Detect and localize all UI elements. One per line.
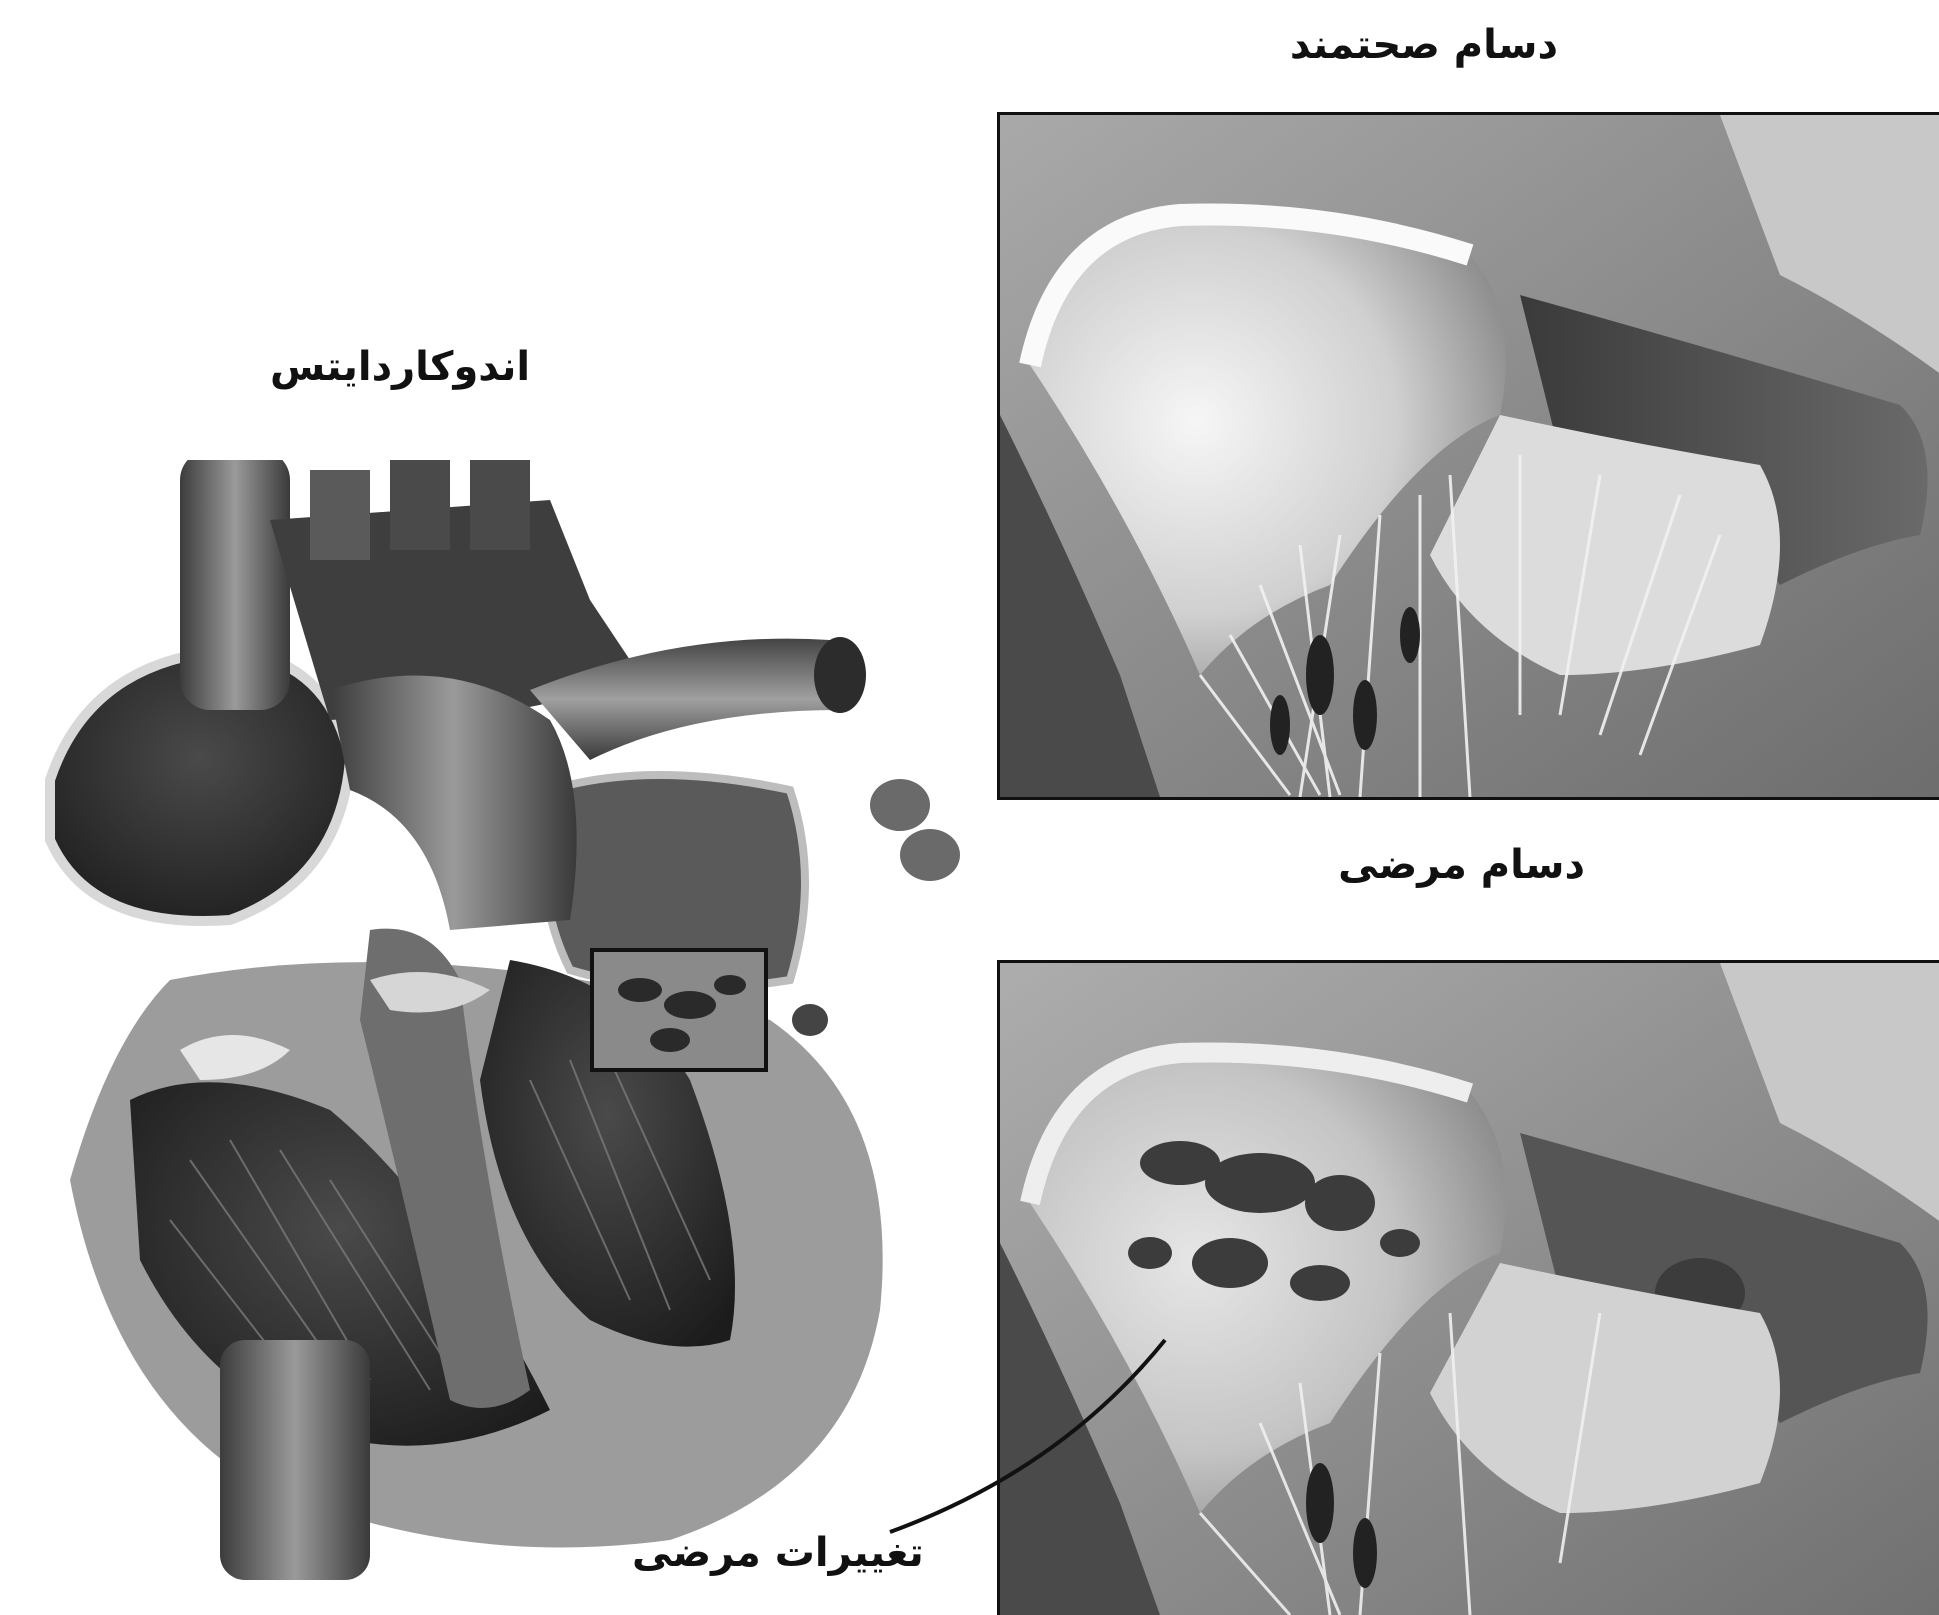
diseased-valve-title: دسام مرضی — [1338, 842, 1585, 888]
healthy-valve-illustration — [1000, 115, 1939, 797]
endocarditis-title: اندوکاردایتس — [270, 344, 530, 390]
heart-cross-section-illustration — [30, 460, 970, 1580]
healthy-valve-image — [997, 112, 1939, 800]
healthy-valve-title: دسام صحتمند — [1290, 22, 1558, 68]
diseased-valve-illustration — [1000, 963, 1939, 1615]
diseased-valve-image — [997, 960, 1939, 1615]
